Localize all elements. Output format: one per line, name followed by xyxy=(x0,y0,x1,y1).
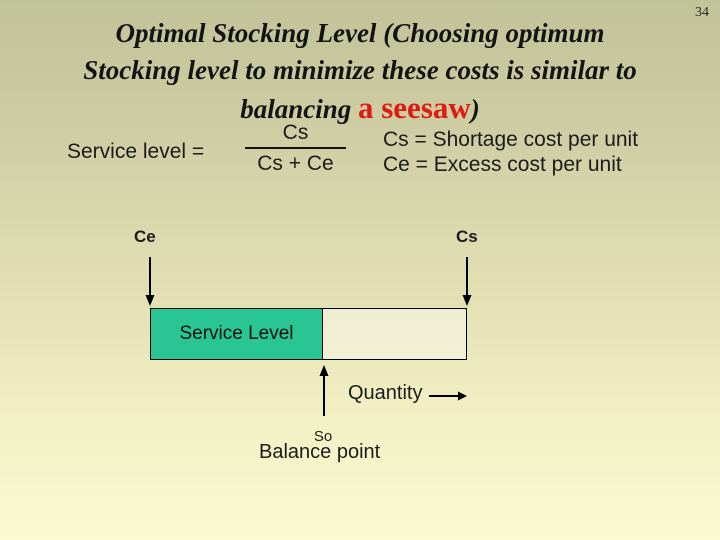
quantity-axis-label: Quantity xyxy=(348,382,423,404)
title-line-3-suffix: ) xyxy=(470,94,480,124)
legend-excess-cost: Ce = Excess cost per unit xyxy=(383,153,622,176)
formula-lhs: Service level = xyxy=(67,140,205,163)
balance-point-caption: Balance point xyxy=(259,441,381,463)
slide-title: Optimal Stocking Level (Choosing optimum… xyxy=(0,15,720,126)
title-line-2: Stocking level to minimize these costs i… xyxy=(83,55,637,85)
title-line-1: Optimal Stocking Level (Choosing optimum xyxy=(115,18,605,48)
service-level-segment: Service Level xyxy=(150,308,323,360)
shortage-cost-label: Cs xyxy=(456,227,478,246)
excess-cost-label: Ce xyxy=(134,227,156,246)
title-line-3: balancing a seesaw) xyxy=(0,91,720,126)
balance-point-up-arrow-icon xyxy=(319,365,329,416)
cost-legend: Cs = Shortage cost per unit Ce = Excess … xyxy=(383,127,638,177)
legend-shortage-cost: Cs = Shortage cost per unit xyxy=(383,128,639,151)
balance-symbol: So xyxy=(313,428,333,445)
formula-fraction: Cs Cs + Ce xyxy=(245,121,346,176)
title-highlight-text: a seesaw xyxy=(357,90,471,125)
fraction-denominator: Cs + Ce xyxy=(257,152,334,175)
page-number: 34 xyxy=(695,5,709,20)
ce-down-arrow-icon xyxy=(145,257,155,306)
seesaw-bar: Service Level xyxy=(150,308,467,360)
title-line-3-prefix: balancing xyxy=(240,94,358,124)
cs-down-arrow-icon xyxy=(462,257,472,306)
quantity-right-arrow-icon xyxy=(429,391,467,401)
service-level-label: Service Level xyxy=(179,323,294,344)
stockout-segment xyxy=(323,308,467,360)
fraction-numerator: Cs xyxy=(245,121,346,149)
